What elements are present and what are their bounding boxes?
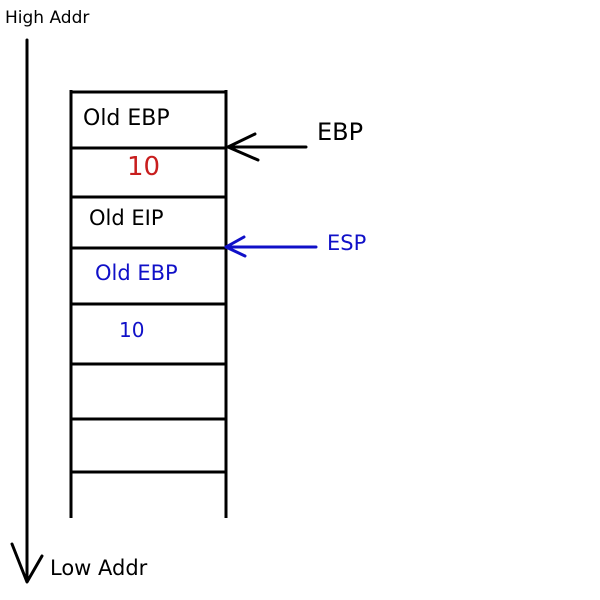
stack-cell-value-10: 10 xyxy=(127,152,161,182)
stack-cell-old-eip: Old EIP xyxy=(89,206,164,230)
stack-cell-saved-ebp: Old EBP xyxy=(95,261,178,285)
esp-pointer-label: ESP xyxy=(327,231,367,255)
esp-arrowhead-icon xyxy=(224,235,247,258)
down-arrow-icon xyxy=(10,542,44,584)
stack-cell-old-ebp: Old EBP xyxy=(83,106,170,131)
low-address-label: Low Addr xyxy=(50,556,148,580)
high-address-label: High Addr xyxy=(5,8,90,28)
ebp-pointer-label: EBP xyxy=(317,118,364,146)
stack-cell-local-10: 10 xyxy=(119,318,145,342)
ebp-arrowhead-icon xyxy=(226,132,260,162)
